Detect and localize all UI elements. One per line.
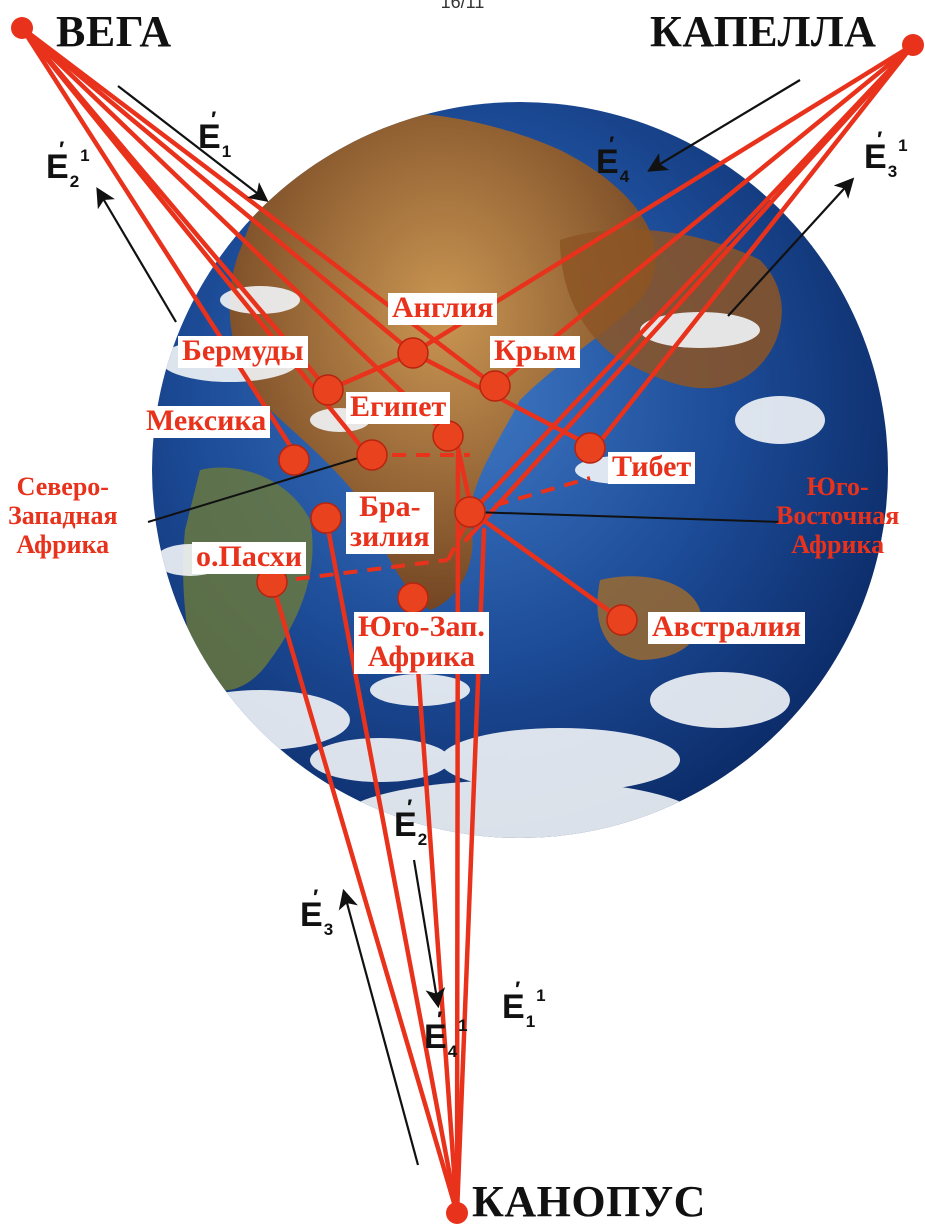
beam-capella-tibet (592, 42, 916, 451)
side-label-se-africa: Юго- Восточная Африка (776, 472, 900, 560)
link-england-tibet (410, 350, 598, 451)
star-marker-vega (11, 17, 33, 39)
marker-tibet (574, 432, 606, 464)
arrow-e2 (412, 859, 446, 1009)
marker-mexico (278, 444, 310, 476)
marker-nw-africa (356, 439, 388, 471)
marker-england (397, 337, 429, 369)
earth-globe (152, 102, 888, 838)
arrow-e4 (647, 79, 801, 172)
site-label-sw-africa: Юго-Зап. Африка (354, 612, 489, 674)
beam-capella-se-africa (469, 42, 916, 515)
marker-australia (606, 604, 638, 636)
flow-arrows (96, 79, 855, 1166)
marker-crimea (479, 370, 511, 402)
arrow-e3 (338, 888, 420, 1166)
dashed-se-africa-tibet (471, 476, 591, 514)
star-markers (11, 17, 924, 1224)
beam-capella-crimea (492, 42, 916, 389)
marker-brazil (310, 502, 342, 534)
marker-egypt (432, 420, 464, 452)
star-label-canopus: КАНОПУС (472, 1177, 706, 1226)
energy-label-e4: ′E4 (596, 132, 630, 186)
energy-label-e2: ′E2 (394, 795, 428, 849)
marker-bermuda (312, 374, 344, 406)
energy-label-e4-1: ′E41 (424, 1007, 468, 1061)
site-label-mexico: Мексика (142, 406, 271, 438)
link-se-africa-australia (469, 509, 625, 623)
star-marker-capella (902, 34, 924, 56)
site-markers (256, 337, 638, 636)
site-label-australia: Австралия (648, 612, 805, 644)
page-number: 16/11 (440, 0, 485, 12)
star-label-capella: КАПЕЛЛА (650, 7, 877, 56)
arrow-e2-1 (96, 187, 177, 323)
dashed-easter-sw-africa (271, 558, 449, 584)
beam-canopus-egypt (454, 445, 461, 1216)
leader-nw-africa (147, 454, 369, 523)
star-label-vega: ВЕГА (56, 7, 172, 56)
star-marker-canopus (446, 1202, 468, 1224)
site-label-england: Англия (388, 293, 498, 325)
site-label-egypt: Египет (346, 392, 451, 424)
dashed-links (271, 453, 591, 584)
beam-vega-crimea (19, 25, 498, 389)
energy-label-e3-1: ′E31 (864, 127, 908, 181)
side-label-nw-africa: Северо- Западная Африка (8, 472, 118, 560)
site-label-brazil: Бра- зилия (346, 492, 434, 554)
beam-capella-se-africa-2 (463, 42, 916, 543)
leader-lines (147, 454, 783, 523)
beam-canopus-brazil (323, 515, 460, 1216)
site-label-bermuda: Бермуды (178, 336, 308, 368)
site-label-tibet: Тибет (608, 452, 696, 484)
beam-canopus-sw-africa (410, 595, 460, 1216)
arrow-e3-1 (727, 177, 855, 317)
site-label-crimea: Крым (490, 336, 581, 368)
star-beam-lines (19, 25, 916, 1216)
site-label-easter-island: о.Пасхи (192, 542, 307, 574)
marker-se-africa (454, 496, 486, 528)
energy-label-e1: ′E1 (198, 107, 232, 161)
energy-label-e1-1: ′E11 (502, 977, 546, 1031)
leader-se-africa (471, 511, 783, 523)
beam-vega-mexico (19, 25, 301, 461)
marker-sw-africa (397, 582, 429, 614)
arrow-e1 (117, 85, 269, 203)
energy-label-e2-1-top: ′E21 (46, 137, 90, 191)
energy-label-e3: ′E3 (300, 885, 334, 939)
beam-canopus-easter (269, 579, 460, 1216)
dashed-sw-africa-se-africa (446, 511, 474, 561)
beam-vega-bermuda (19, 25, 331, 393)
beam-vega-england (19, 25, 416, 356)
